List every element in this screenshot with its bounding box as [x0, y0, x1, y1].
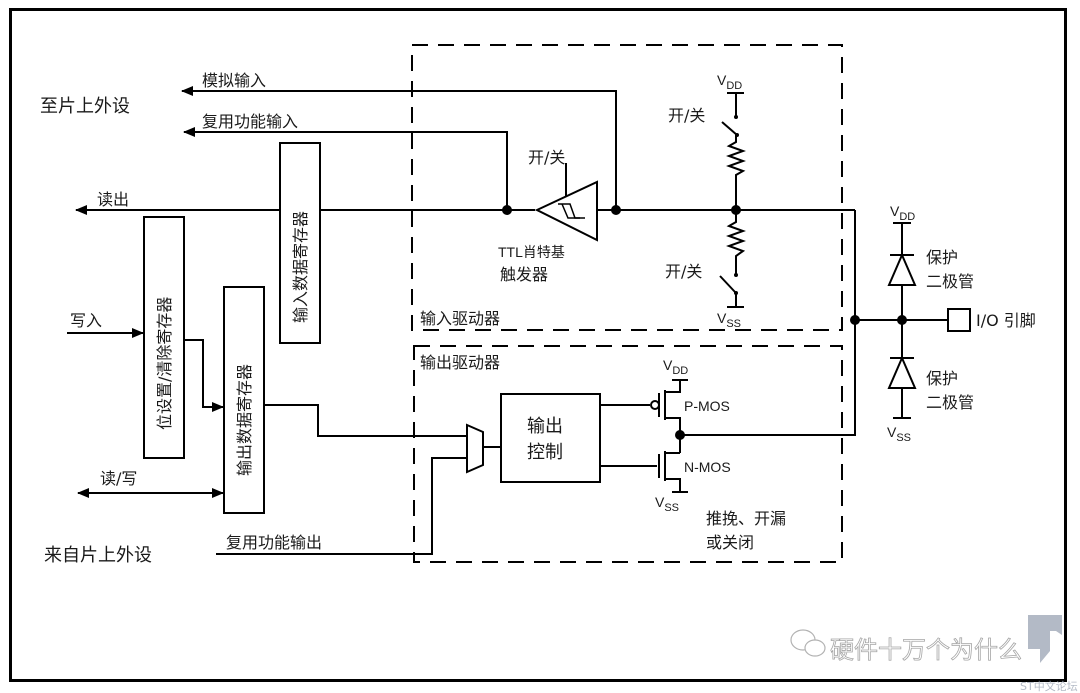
output-mode-line1: 推挽、开漏 — [706, 509, 786, 528]
pulldown-resistor — [726, 210, 746, 275]
pin-bus-line — [680, 210, 856, 436]
input-data-register-label: 输入数据寄存器 — [291, 211, 310, 323]
input-data-register — [279, 142, 321, 344]
junction-dot — [731, 205, 741, 215]
pulldown-switch-label: 开/关 — [665, 262, 702, 281]
read-write-label: 读/写 — [100, 469, 137, 488]
pmos-label: P-MOS — [684, 398, 730, 414]
protection-diode-bottom — [887, 355, 917, 389]
protection-diode-top — [887, 252, 917, 286]
pullup-resistor — [726, 135, 746, 210]
switch-contact — [734, 291, 738, 295]
protection-diode-bottom-line1: 保护 — [926, 369, 958, 388]
nmos-label: N-MOS — [684, 459, 731, 475]
alt-func-output-label: 复用功能输出 — [226, 533, 322, 552]
to-peripheral-label: 至片上外设 — [40, 96, 130, 117]
analog-input-label: 模拟输入 — [202, 71, 266, 90]
bit-set-reset-register — [143, 216, 185, 459]
output-vss-label: VSS — [655, 494, 679, 514]
schmitt-label-line1: TTL肖特基 — [498, 244, 565, 260]
output-control-block — [500, 393, 601, 483]
output-control-line2: 控制 — [527, 442, 563, 463]
junction-dot — [502, 205, 512, 215]
pulldown-switch — [719, 275, 736, 293]
pulldown-vss-label: VSS — [717, 310, 741, 330]
output-mux — [466, 423, 484, 474]
watermark-subtext: ST中文论坛 — [1020, 679, 1078, 693]
pmos-transistor — [665, 380, 681, 393]
input-driver-title: 输入驱动器 — [420, 309, 500, 328]
from-peripheral-label: 来自片上外设 — [44, 545, 152, 566]
protection-vdd-label: VDD — [890, 203, 915, 223]
alt-func-output-line — [216, 457, 467, 555]
protection-vss-label: VSS — [887, 424, 911, 444]
output-control-line1: 输出 — [527, 416, 563, 437]
wechat-icon — [790, 629, 826, 657]
watermark-text: 硬件十万个为什么 — [830, 636, 1022, 664]
output-data-register — [223, 286, 265, 514]
switch-contact — [735, 133, 739, 137]
output-vdd-label: VDD — [663, 357, 688, 377]
protection-diode-bottom-line2: 二极管 — [926, 393, 974, 412]
odr-to-mux-line — [264, 404, 467, 437]
alt-func-input-label: 复用功能输入 — [202, 112, 298, 131]
pullup-vdd-label: VDD — [717, 72, 742, 92]
output-driver-box — [413, 345, 843, 563]
io-pin-pad — [947, 308, 971, 332]
analog-input-line — [181, 86, 617, 210]
junction-dot — [897, 315, 907, 325]
alt-func-input-line — [183, 127, 508, 210]
write-label: 写入 — [70, 311, 102, 330]
protection-diode-top-line1: 保护 — [926, 248, 958, 267]
pmos-gate-bubble — [650, 400, 660, 410]
schmitt-switch-label: 开/关 — [528, 148, 565, 167]
schmitt-label-line2: 触发器 — [500, 265, 548, 284]
watermark: 硬件十万个为什么 ST中文论坛 — [790, 615, 1078, 693]
bsrr-to-odr-line — [184, 339, 224, 412]
output-data-register-label: 输出数据寄存器 — [235, 364, 254, 476]
read-label: 读出 — [97, 190, 129, 209]
output-driver-title: 输出驱动器 — [420, 353, 500, 372]
bit-set-reset-register-label: 位设置/清除寄存器 — [155, 297, 174, 430]
pullup-switch — [721, 121, 738, 136]
io-pin-label: I/O 引脚 — [976, 311, 1036, 330]
junction-dot — [675, 430, 685, 440]
output-mode-line2: 或关闭 — [706, 533, 754, 552]
switch-contact — [734, 273, 738, 277]
junction-dot — [611, 205, 621, 215]
junction-dot — [850, 315, 860, 325]
pullup-switch-label: 开/关 — [668, 106, 705, 125]
input-driver-box — [411, 44, 843, 331]
diagram-frame — [9, 8, 1067, 682]
switch-contact — [734, 115, 738, 119]
protection-diode-top-line2: 二极管 — [926, 272, 974, 291]
